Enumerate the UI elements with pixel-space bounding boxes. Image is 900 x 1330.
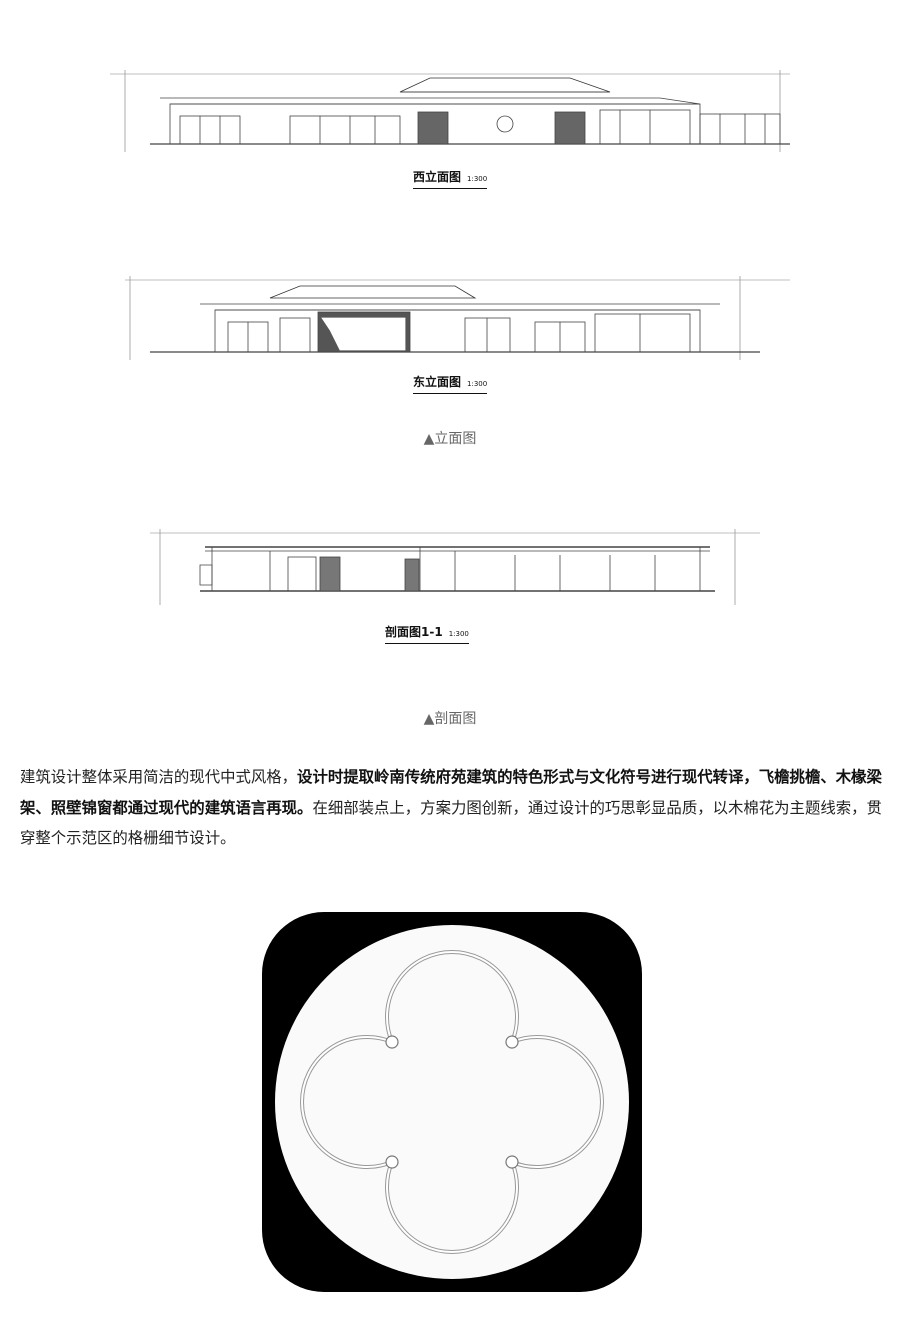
section-scale: 1:300 — [448, 630, 469, 638]
west-elevation-title-text: 西立面图 — [413, 170, 462, 184]
west-elevation-drawing — [0, 60, 900, 165]
section-svg — [150, 529, 760, 605]
section-title: 剖面图1-1 1:300 — [385, 623, 469, 644]
west-elevation-svg — [110, 70, 790, 152]
paragraph-part-1: 建筑设计整体采用简洁的现代中式风格， — [20, 768, 298, 786]
section-underline — [385, 643, 469, 644]
body-paragraph: 建筑设计整体采用简洁的现代中式风格，设计时提取岭南传统府苑建筑的特色形式与文化符… — [20, 762, 882, 854]
east-elevation-svg — [125, 276, 790, 360]
paragraph-bold: 设计时提取岭南传统府苑建筑的特色形式与文化符号进行现代转译，飞檐挑檐、木椽梁架、… — [20, 768, 882, 817]
east-elevation-scale: 1:300 — [467, 380, 488, 388]
east-elevation-title-text: 东立面图 — [413, 375, 462, 389]
west-elevation-title: 西立面图 1:300 — [413, 168, 488, 189]
west-elevation-scale: 1:300 — [467, 175, 488, 183]
east-elevation-title: 东立面图 1:300 — [413, 373, 488, 394]
east-elevation-drawing — [0, 270, 900, 370]
section-drawing — [0, 525, 900, 610]
kapok-flower-motif — [262, 912, 642, 1296]
kapok-flower-svg — [262, 912, 642, 1292]
paragraph-part-2: 在细部装点上，方案力图创新，通过设计的巧思彰显品质，以木棉花为主题线索，贯穿整个… — [20, 798, 882, 848]
elevation-caption: ▲立面图 — [423, 431, 477, 447]
east-elevation-underline — [413, 393, 488, 394]
section-caption: ▲剖面图 — [423, 711, 477, 727]
section-title-text: 剖面图1-1 — [385, 625, 443, 639]
west-elevation-underline — [413, 188, 488, 189]
